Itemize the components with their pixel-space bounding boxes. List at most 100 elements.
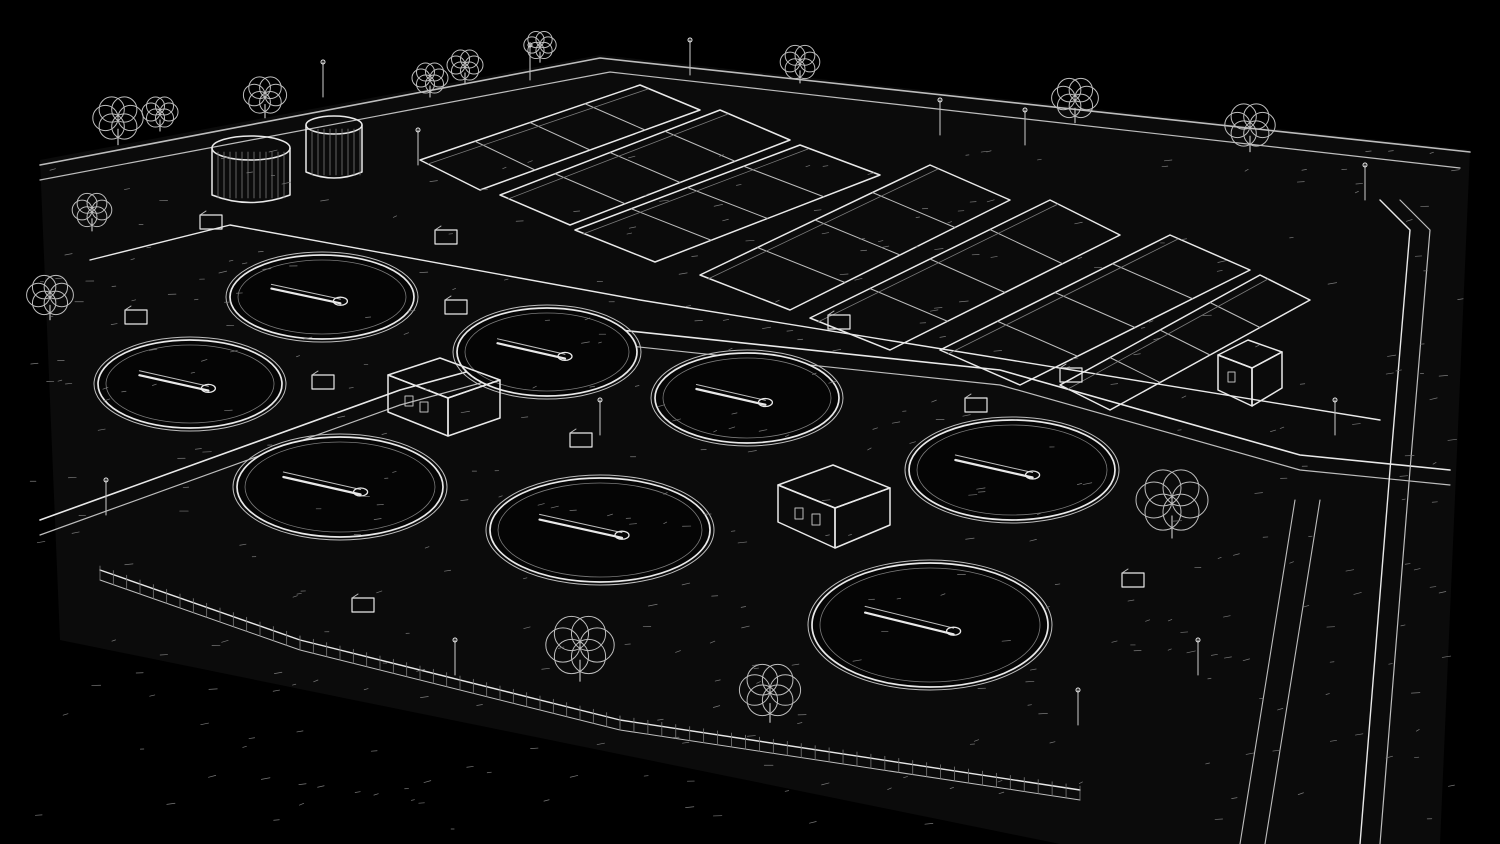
pump-kiosk (964, 397, 988, 413)
grass-stroke (36, 541, 46, 544)
grass-stroke (581, 341, 590, 344)
grass-stroke (949, 787, 955, 789)
grass-stroke (741, 625, 750, 629)
grass-stroke (131, 299, 137, 302)
clarifier-bridge-rail (864, 605, 955, 629)
grass-stroke (678, 272, 688, 275)
grass-stroke (822, 165, 829, 167)
grass-stroke (1223, 615, 1231, 618)
clarifier-tank (236, 436, 444, 538)
clarifier-inner-ring (819, 567, 1041, 683)
grass-stroke (148, 348, 158, 351)
grass-stroke (194, 298, 199, 301)
lamp-head (452, 637, 458, 643)
storage-tank (305, 115, 363, 179)
grass-stroke (1207, 677, 1212, 680)
control-building (777, 464, 891, 549)
grass-stroke (248, 737, 255, 739)
tree-canopy-lobe (141, 102, 161, 122)
grass-stroke (460, 499, 469, 501)
grass-stroke (130, 258, 135, 261)
grass-stroke (854, 277, 863, 281)
lamp-head (1362, 162, 1368, 168)
tree-canopy-lobe (570, 638, 607, 675)
grass-stroke (530, 747, 539, 749)
tree-canopy-lobe (242, 83, 266, 107)
grass-stroke (313, 679, 319, 683)
lamp-head (527, 42, 533, 48)
grass-stroke (121, 390, 127, 393)
tree-canopy-lobe (98, 96, 125, 123)
clarifier-bridge (138, 374, 210, 392)
basin-divider (1112, 263, 1193, 300)
lamp-head (1075, 687, 1081, 693)
grass-stroke (1432, 462, 1437, 465)
grass-stroke (208, 775, 217, 778)
grass-stroke (719, 154, 724, 157)
grass-stroke (102, 386, 109, 390)
grass-stroke (1405, 219, 1413, 222)
tree-canopy-lobe (761, 684, 794, 717)
grass-stroke (675, 650, 681, 653)
grass-stroke (363, 688, 369, 691)
tree-canopy-lobe (553, 638, 590, 675)
tree-canopy-lobe (71, 199, 93, 221)
grass-stroke (736, 184, 742, 186)
grass-stroke (111, 639, 116, 642)
grass-stroke (909, 441, 916, 444)
grass-stroke (1301, 169, 1307, 171)
tree-canopy-lobe (259, 90, 282, 114)
tree-canopy-lobe (155, 108, 174, 128)
basin-divider (929, 258, 1006, 293)
grass-stroke (821, 782, 830, 786)
grass-stroke (1111, 640, 1118, 643)
tree-canopy-lobe (527, 30, 545, 49)
grass-stroke (1413, 568, 1421, 571)
grass-stroke (1355, 733, 1364, 736)
tree-canopy-lobe (1162, 469, 1200, 507)
grass-stroke (751, 663, 760, 667)
rectangular-basin (939, 234, 1251, 386)
tree-canopy-lobe (248, 76, 271, 100)
grass-stroke (1404, 563, 1411, 565)
grass-stroke (663, 492, 668, 495)
pump-kiosk (444, 299, 468, 315)
grass-stroke (959, 300, 969, 303)
grass-stroke (915, 216, 920, 218)
grass-stroke (228, 259, 234, 262)
grass-stroke (1217, 556, 1222, 559)
tree-canopy-lobe (76, 192, 98, 214)
grass-stroke (791, 663, 800, 666)
grass-stroke (712, 705, 721, 708)
grass-stroke (523, 577, 528, 580)
clarifier (485, 474, 715, 586)
grass-stroke (813, 209, 822, 211)
clarifier-bridge-rail (539, 513, 623, 534)
grass-stroke (1353, 592, 1362, 595)
grass-stroke (292, 595, 298, 598)
clarifier-bridge-rail (695, 384, 766, 401)
grass-stroke (420, 696, 429, 698)
grass-stroke (1025, 680, 1035, 683)
tree-canopy-lobe (451, 61, 470, 81)
grass-stroke (1074, 221, 1083, 225)
basin-divider (743, 165, 825, 198)
tree (71, 192, 113, 232)
tree-canopy-lobe (1243, 120, 1270, 147)
grass-stroke (218, 270, 228, 274)
grass-stroke (1127, 599, 1135, 602)
tree-canopy-lobe (111, 96, 138, 123)
grass-stroke (262, 268, 272, 270)
grass-stroke (1163, 159, 1173, 162)
grass-stroke (57, 379, 63, 382)
grass-stroke (1037, 158, 1042, 161)
rectangular-basin (499, 109, 791, 226)
grass-stroke (658, 404, 666, 407)
tree-canopy-lobe (1074, 85, 1099, 111)
clarifier-outer-wall (93, 336, 287, 432)
grass-stroke (986, 199, 995, 203)
grass-stroke (626, 232, 632, 235)
grass-stroke (805, 165, 811, 168)
grass-stroke (1078, 781, 1083, 784)
grass-stroke (230, 350, 238, 353)
